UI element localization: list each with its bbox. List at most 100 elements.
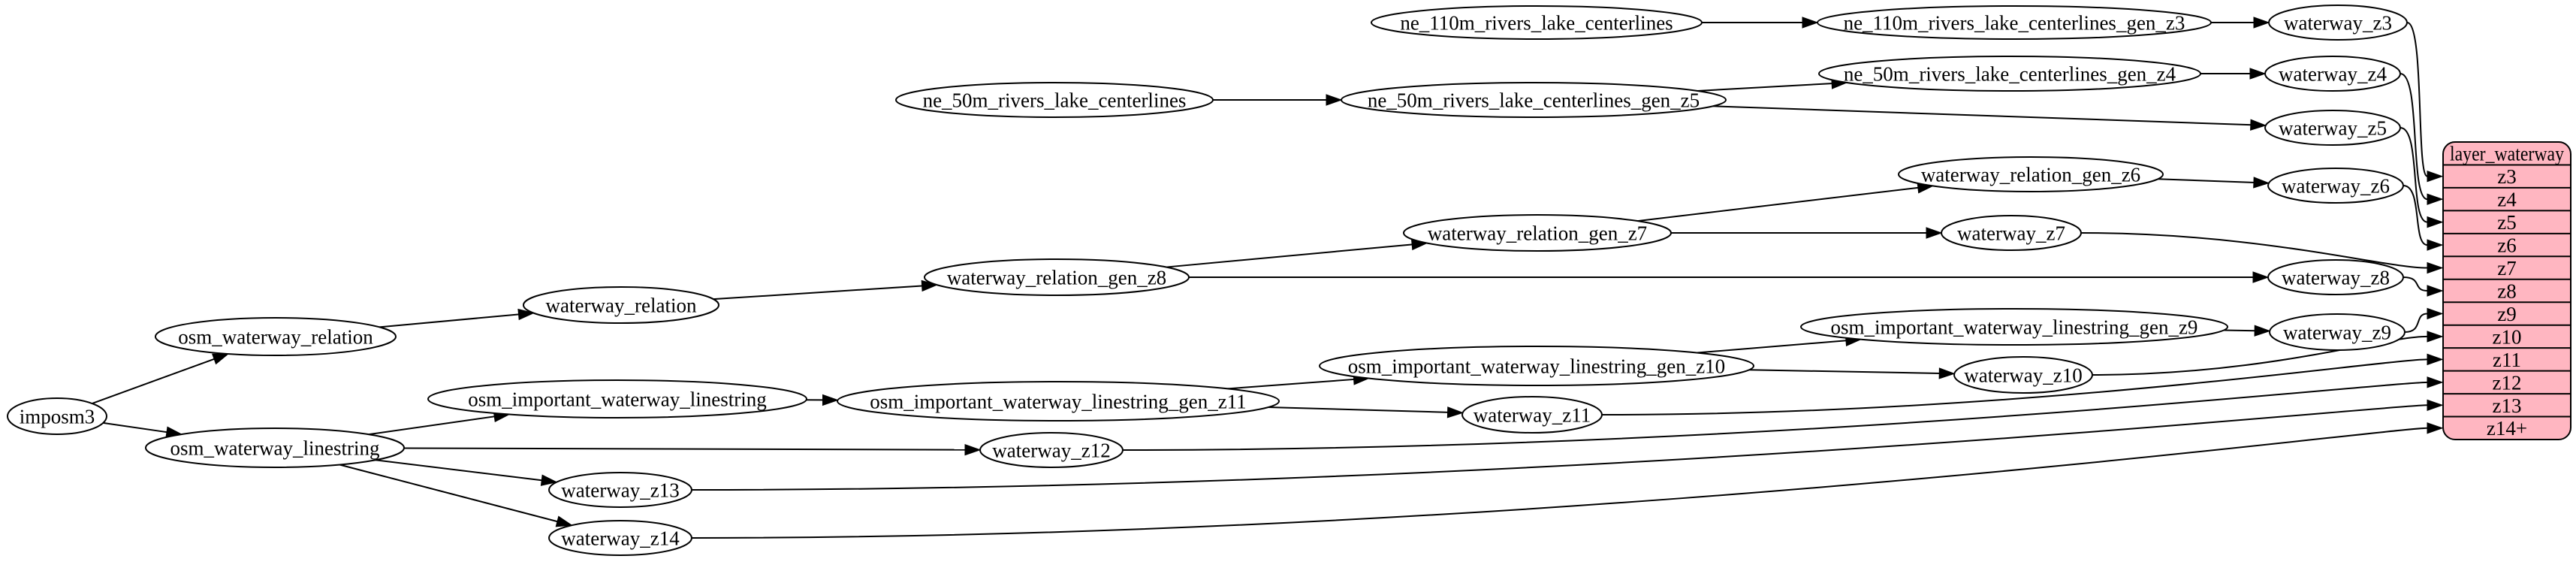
edge-waterway_z5-to-layer_waterway-z5-line — [2400, 127, 2428, 223]
node-waterway_z6-shape — [2267, 168, 2404, 204]
edge-osm_waterway_linestring-to-osm_important_waterway_linestring-line — [368, 415, 496, 436]
node-waterway_relation_gen_z7-shape — [1403, 214, 1672, 252]
edge-waterway_z12-to-layer_waterway-z12 — [1122, 376, 2444, 451]
node-waterway_z13: waterway_z13 — [548, 472, 692, 508]
node-waterway_relation_gen_z6-label: waterway_relation_gen_z6 — [1921, 163, 2140, 186]
edge-osm_important_waterway_linestring_gen_z11-to-waterway_z11-arrowhead — [1446, 406, 1464, 418]
edge-waterway_relation_gen_z8-to-waterway_z8 — [1189, 271, 2270, 283]
edge-osm_important_waterway_linestring_gen_z11-to-osm_important_waterway_linestring_gen_z10-line — [1227, 378, 1356, 390]
record-row-z8-label: z8 — [2497, 279, 2516, 302]
node-osm_important_waterway_linestring: osm_important_waterway_linestring — [427, 379, 807, 418]
edge-waterway_z9-to-layer_waterway-z9 — [2404, 307, 2444, 333]
edge-ne_110m_rivers_lake_centerlines_gen_z3-to-waterway_z3 — [2211, 17, 2270, 29]
record-layer_waterway: layer_waterwayz3z4z5z6z7z8z9z10z11z12z13… — [2442, 141, 2571, 440]
node-osm_important_waterway_linestring_gen_z9: osm_important_waterway_linestring_gen_z9 — [1800, 308, 2228, 346]
record-row-z4-label: z4 — [2497, 189, 2517, 211]
node-osm_waterway_linestring: osm_waterway_linestring — [145, 428, 405, 468]
node-waterway_z12-shape — [979, 432, 1124, 468]
edge-waterway_z10-to-layer_waterway-z10-arrowhead — [2427, 331, 2444, 343]
node-waterway_z4-label: waterway_z4 — [2279, 62, 2387, 85]
edge-waterway_relation-to-waterway_relation_gen_z8-line — [713, 285, 924, 301]
edge-waterway_relation_gen_z6-to-waterway_z6-line — [2158, 178, 2255, 184]
edge-ne_110m_rivers_lake_centerlines-to-ne_110m_rivers_lake_centerlines_gen_z3-arrowhead — [1802, 17, 1819, 29]
edge-waterway_z10-to-layer_waterway-z10-line — [2092, 335, 2428, 376]
node-waterway_z14-label: waterway_z14 — [561, 527, 680, 549]
node-waterway_relation-label: waterway_relation — [546, 294, 697, 316]
node-waterway_z11: waterway_z11 — [1461, 396, 1603, 434]
node-osm_waterway_relation-shape — [155, 317, 397, 356]
node-ne_110m_rivers_lake_centerlines_gen_z3-label: ne_110m_rivers_lake_centerlines_gen_z3 — [1844, 11, 2185, 34]
node-waterway_z9-shape — [2269, 313, 2406, 351]
node-waterway_z3-shape — [2268, 5, 2408, 41]
node-waterway_z5-shape — [2264, 110, 2401, 146]
edge-waterway_z13-to-layer_waterway-z13-line — [691, 404, 2428, 491]
edge-waterway_relation-to-waterway_relation_gen_z8 — [713, 279, 939, 301]
node-ne_110m_rivers_lake_centerlines_gen_z3-shape — [1817, 5, 2212, 40]
record-layer_waterway-title: layer_waterway — [2450, 143, 2564, 165]
record-row-z14+-label: z14+ — [2487, 417, 2527, 440]
node-waterway_z5: waterway_z5 — [2264, 110, 2401, 146]
node-osm_important_waterway_linestring_gen_z10: osm_important_waterway_linestring_gen_z1… — [1319, 346, 1754, 386]
edge-waterway_z13-to-layer_waterway-z13 — [691, 399, 2444, 491]
node-osm_important_waterway_linestring-label: osm_important_waterway_linestring — [468, 388, 766, 410]
edge-waterway_z6-to-layer_waterway-z6-arrowhead — [2427, 239, 2444, 251]
edge-osm_important_waterway_linestring_gen_z10-to-waterway_z10-arrowhead — [1938, 367, 1956, 379]
edge-waterway_z11-to-layer_waterway-z11-arrowhead — [2427, 353, 2444, 366]
node-waterway_z3: waterway_z3 — [2268, 5, 2408, 41]
edge-osm_waterway_linestring-to-waterway_z12-arrowhead — [964, 443, 982, 456]
node-waterway_z9-label: waterway_z9 — [2283, 321, 2391, 343]
edge-waterway_z12-to-layer_waterway-z12-arrowhead — [2427, 376, 2444, 388]
edge-waterway_z12-to-layer_waterway-z12-line — [1122, 381, 2428, 451]
node-imposm3-label: imposm3 — [20, 405, 95, 428]
edge-waterway_z3-to-layer_waterway-z3-line — [2406, 22, 2428, 177]
edge-waterway_z3-to-layer_waterway-z3 — [2406, 22, 2444, 183]
node-ne_50m_rivers_lake_centerlines-label: ne_50m_rivers_lake_centerlines — [923, 89, 1187, 111]
edge-ne_110m_rivers_lake_centerlines-to-ne_110m_rivers_lake_centerlines_gen_z3 — [1702, 17, 1819, 29]
node-waterway_z6: waterway_z6 — [2267, 168, 2404, 204]
edge-osm_waterway_linestring-to-waterway_z13-line — [375, 459, 544, 482]
node-osm_waterway_linestring-shape — [145, 428, 405, 468]
node-waterway_relation-shape — [523, 286, 719, 324]
edge-imposm3-to-osm_waterway_relation — [92, 353, 230, 404]
node-waterway_z14: waterway_z14 — [548, 520, 692, 556]
edge-waterway_z8-to-layer_waterway-z8-line — [2403, 276, 2428, 292]
edge-waterway_z8-to-layer_waterway-z8 — [2403, 276, 2444, 297]
edge-osm_waterway_linestring-to-waterway_z12-line — [403, 447, 967, 451]
record-row-z5-label: z5 — [2497, 211, 2516, 234]
edge-waterway_z7-to-layer_waterway-z7 — [2080, 232, 2444, 274]
node-waterway_z13-label: waterway_z13 — [561, 479, 679, 501]
edge-osm_important_waterway_linestring_gen_z10-to-waterway_z10-line — [1749, 369, 1941, 374]
node-waterway_relation_gen_z8: waterway_relation_gen_z8 — [924, 258, 1190, 296]
edge-waterway_z14-to-layer_waterway-z14+-arrowhead — [2427, 422, 2444, 434]
edge-waterway_relation_gen_z8-to-waterway_relation_gen_z7 — [1166, 238, 1428, 268]
edge-osm_waterway_linestring-to-waterway_z14-line — [339, 464, 560, 523]
edge-waterway_relation_gen_z7-to-waterway_z7-arrowhead — [1926, 227, 1943, 239]
node-waterway_relation_gen_z8-shape — [924, 258, 1190, 296]
node-ne_50m_rivers_lake_centerlines_gen_z5: ne_50m_rivers_lake_centerlines_gen_z5 — [1341, 82, 1727, 118]
node-waterway_z10-label: waterway_z10 — [1964, 364, 2082, 386]
edge-ne_50m_rivers_lake_centerlines_gen_z4-to-waterway_z4-arrowhead — [2249, 68, 2267, 80]
record-row-z11-label: z11 — [2493, 349, 2521, 371]
edge-waterway_z10-to-layer_waterway-z10 — [2092, 331, 2444, 376]
node-imposm3-shape — [7, 397, 107, 435]
node-waterway_relation_gen_z7: waterway_relation_gen_z7 — [1403, 214, 1672, 252]
record-layer_waterway-box — [2442, 141, 2571, 440]
edge-waterway_relation_gen_z6-to-waterway_z6 — [2158, 177, 2270, 189]
edge-waterway_z11-to-layer_waterway-z11 — [1601, 353, 2444, 415]
edge-waterway_z8-to-layer_waterway-z8-arrowhead — [2427, 285, 2444, 297]
node-waterway_z5-label: waterway_z5 — [2279, 116, 2387, 139]
node-osm_important_waterway_linestring_gen_z11-shape — [837, 381, 1280, 421]
edge-osm_important_waterway_linestring_gen_z9-to-waterway_z9 — [2223, 325, 2271, 337]
edge-ne_50m_rivers_lake_centerlines_gen_z5-to-ne_50m_rivers_lake_centerlines_gen_z4 — [1697, 77, 1848, 92]
edge-waterway_z7-to-layer_waterway-z7-line — [2080, 232, 2428, 269]
node-osm_important_waterway_linestring-shape — [427, 379, 807, 418]
edge-osm_important_waterway_linestring_gen_z10-to-osm_important_waterway_linestring_gen_z9-line — [1697, 340, 1848, 354]
edge-waterway_relation_gen_z6-to-waterway_z6-arrowhead — [2253, 177, 2270, 189]
edge-ne_50m_rivers_lake_centerlines-to-ne_50m_rivers_lake_centerlines_gen_z5-arrowhead — [1326, 94, 1343, 106]
node-waterway_z14-shape — [548, 520, 692, 556]
node-osm_important_waterway_linestring_gen_z9-shape — [1800, 308, 2228, 346]
node-osm_important_waterway_linestring_gen_z11: osm_important_waterway_linestring_gen_z1… — [837, 381, 1280, 421]
node-waterway_relation_gen_z8-label: waterway_relation_gen_z8 — [947, 266, 1166, 289]
edge-waterway_z13-to-layer_waterway-z13-arrowhead — [2427, 399, 2444, 412]
edge-ne_50m_rivers_lake_centerlines_gen_z5-to-waterway_z5-line — [1712, 105, 2252, 126]
